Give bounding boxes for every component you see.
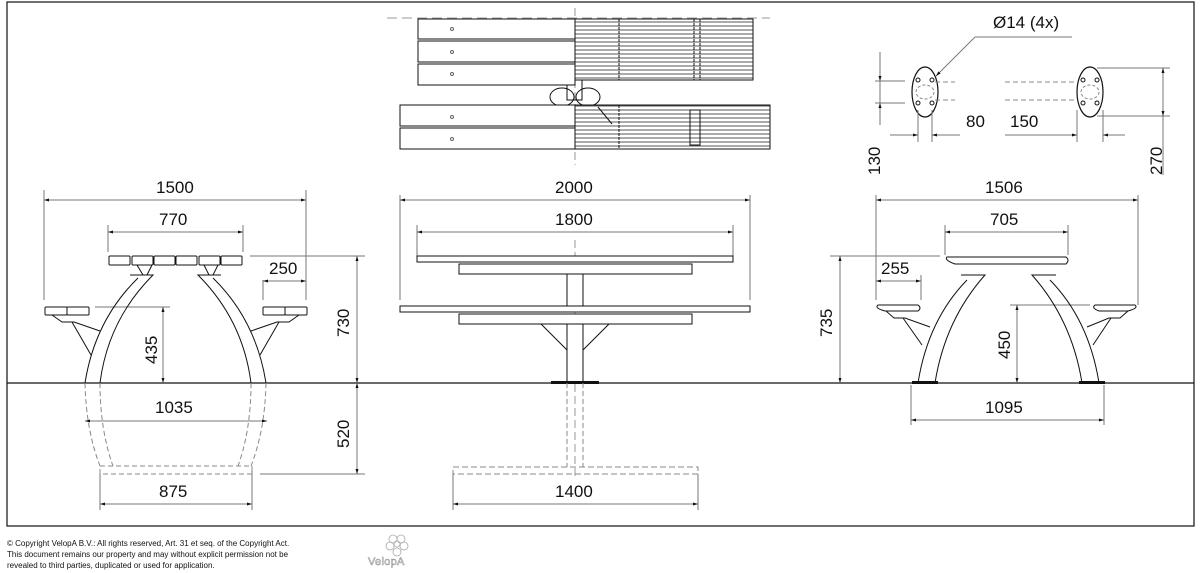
dim-overall-width: 1500: [156, 178, 194, 197]
dim-bench-width: 250: [269, 259, 297, 278]
copyright-line-1: © Copyright VelopA B.V.: All rights rese…: [7, 539, 290, 548]
copyright-line-3: revealed to third parties, duplicated or…: [7, 561, 215, 570]
velopa-logo-icon: [385, 534, 409, 557]
copyright-line-2: This document remains our property and m…: [7, 550, 289, 559]
base-plate-detail: Ø14 (4x) 80 150 130 270: [865, 13, 1170, 175]
dim-left-height: 130: [865, 147, 884, 175]
front-view-right: 1506 705 255 735 450 1095: [817, 178, 1139, 425]
velopa-logo-text: VelopA: [368, 556, 405, 569]
dim-seat-height: 435: [142, 336, 161, 364]
drawing-frame: [6, 1, 1195, 527]
dim-table-width: 770: [159, 210, 187, 229]
top-view: [387, 8, 771, 165]
dim-table-height-right: 735: [817, 309, 836, 337]
dim-bench-width-right: 255: [881, 259, 909, 278]
dim-foundation-anchor: 875: [159, 482, 187, 501]
dim-foundation-length: 1400: [555, 482, 593, 501]
dim-table-length: 1800: [555, 210, 593, 229]
dim-hole-diameter: Ø14 (4x): [993, 13, 1059, 32]
dim-table-height: 730: [334, 309, 353, 337]
dim-overall-length: 2000: [555, 178, 593, 197]
dim-seat-height-right: 450: [995, 331, 1014, 359]
dim-base-width-right: 1095: [985, 398, 1023, 417]
dim-right-height: 270: [1147, 147, 1166, 175]
dim-foundation-depth: 520: [334, 420, 353, 448]
front-view-left: 1500 770 250 730 435 520 1035 875: [43, 178, 365, 510]
copyright-notice: © Copyright VelopA B.V.: All rights rese…: [7, 538, 289, 571]
dim-foundation-outer: 1035: [155, 398, 193, 417]
dim-table-width-right: 705: [990, 210, 1018, 229]
dim-overall-width-right: 1506: [985, 178, 1023, 197]
dim-plate-width: 150: [1010, 112, 1038, 131]
dim-bolt-pitch: 80: [966, 112, 985, 131]
side-view-center: 2000 1800 1400: [399, 178, 751, 510]
